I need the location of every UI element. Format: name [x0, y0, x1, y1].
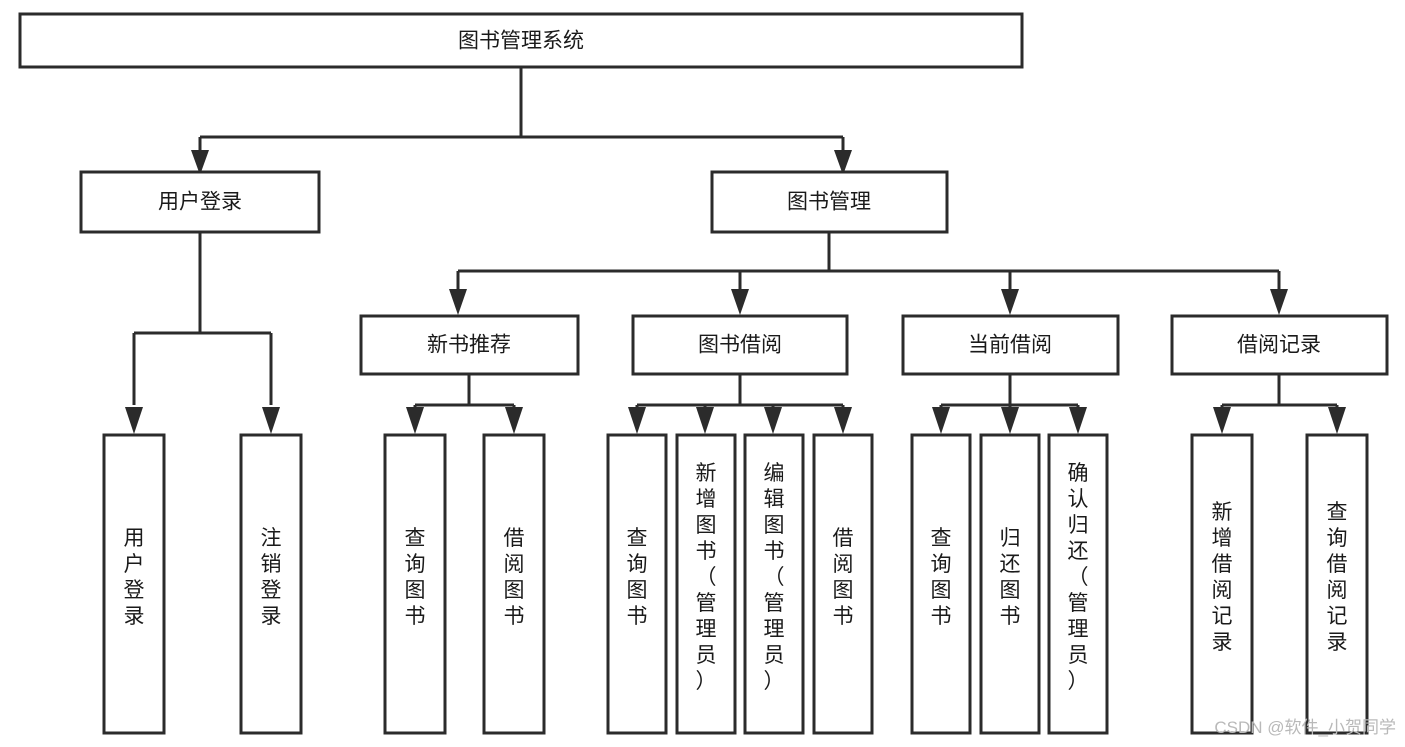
node-leaf-add-book-admin[interactable]: 新增图书（管理员）: [675, 433, 737, 735]
node-leaf-query-book-3-label: 查询图书: [931, 527, 952, 628]
node-leaf-logout-login-box[interactable]: [239, 433, 303, 735]
arrow-cb-to-confirm-return: [1069, 407, 1087, 434]
node-leaf-return-book[interactable]: 归还图书: [979, 433, 1041, 735]
node-leaf-confirm-return-admin[interactable]: 确认归还（管理员）: [1047, 433, 1109, 735]
node-root-label: 图书管理系统: [458, 30, 584, 53]
node-leaf-borrow-book-1-label: 借阅图书: [504, 527, 525, 628]
node-leaf-query-book-2-box[interactable]: [606, 433, 668, 735]
edge-book-borrow-trunk: [635, 374, 845, 412]
node-current-borrow[interactable]: 当前借阅: [901, 314, 1120, 376]
node-leaf-return-book-box[interactable]: [979, 433, 1041, 735]
node-leaf-query-book-1[interactable]: 查询图书: [383, 433, 447, 735]
node-leaf-edit-book-admin[interactable]: 编辑图书（管理员）: [743, 433, 805, 735]
edge-book-management-trunk: [456, 232, 1281, 292]
edge-user-login-trunk: [132, 232, 273, 405]
arrow-bb-to-add-book: [696, 407, 714, 434]
node-new-book-recommend-label: 新书推荐: [427, 334, 511, 357]
node-leaf-logout-login[interactable]: 注销登录: [239, 433, 303, 735]
node-leaf-query-book-3[interactable]: 查询图书: [910, 433, 972, 735]
arrow-bm-to-current-borrow: [1001, 289, 1019, 315]
node-leaf-add-borrow-record-label: 新增借阅记录: [1212, 501, 1233, 654]
node-leaf-return-book-label: 归还图书: [1000, 527, 1021, 628]
node-book-management[interactable]: 图书管理: [710, 170, 949, 234]
arrow-bb-to-query-book: [628, 407, 646, 434]
node-leaf-query-book-2-label: 查询图书: [627, 527, 648, 628]
arrow-root-to-user-login: [191, 150, 209, 175]
node-new-book-recommend-box[interactable]: [359, 314, 580, 376]
arrow-br-to-add-record: [1213, 407, 1231, 434]
arrow-cb-to-query-book: [932, 407, 950, 434]
node-leaf-user-login-box[interactable]: [102, 433, 166, 735]
node-leaf-user-login-label: 用户登录: [124, 527, 145, 628]
node-leaf-borrow-book-1[interactable]: 借阅图书: [482, 433, 546, 735]
node-leaf-add-book-admin-label: 新增图书（管理员）: [696, 462, 717, 693]
node-leaf-borrow-book-2-box[interactable]: [812, 433, 874, 735]
node-book-management-box[interactable]: [710, 170, 949, 234]
node-book-borrow-label: 图书借阅: [698, 334, 782, 357]
arrow-bm-to-new-book-recommend: [449, 289, 467, 315]
node-borrow-record-box[interactable]: [1170, 314, 1389, 376]
node-current-borrow-box[interactable]: [901, 314, 1120, 376]
node-leaf-query-borrow-record[interactable]: 查询借阅记录: [1305, 433, 1369, 735]
node-leaf-edit-book-admin-label: 编辑图书（管理员）: [764, 462, 785, 693]
node-leaf-edit-book-admin-box[interactable]: [743, 433, 805, 735]
arrow-root-to-book-management: [834, 150, 852, 175]
node-book-management-label: 图书管理: [787, 191, 871, 214]
node-root[interactable]: 图书管理系统: [18, 12, 1024, 69]
arrow-bm-to-borrow-record: [1270, 289, 1288, 315]
node-leaf-query-book-1-label: 查询图书: [405, 527, 426, 628]
node-book-borrow-box[interactable]: [631, 314, 849, 376]
edge-new-book-recommend-trunk: [413, 374, 516, 412]
watermark-label: CSDN @软件_小贺同学: [1214, 718, 1396, 737]
node-leaf-logout-login-label: 注销登录: [261, 527, 282, 628]
node-book-borrow[interactable]: 图书借阅: [631, 314, 849, 376]
node-current-borrow-label: 当前借阅: [968, 334, 1052, 357]
node-leaf-borrow-book-2[interactable]: 借阅图书: [812, 433, 874, 735]
node-borrow-record-label: 借阅记录: [1237, 334, 1321, 357]
arrow-user-login-to-leaf-logout: [262, 407, 280, 434]
arrow-nbr-to-borrow-book: [505, 407, 523, 434]
arrow-br-to-query-record: [1328, 407, 1346, 434]
node-leaf-query-borrow-record-label: 查询借阅记录: [1327, 501, 1348, 654]
arrow-bb-to-edit-book: [764, 407, 782, 434]
edge-borrow-record-trunk: [1220, 374, 1339, 412]
connector-layer: [125, 67, 1346, 434]
arrow-user-login-to-leaf-user-login: [125, 407, 143, 434]
node-leaf-confirm-return-admin-box[interactable]: [1047, 433, 1109, 735]
node-leaf-borrow-book-1-box[interactable]: [482, 433, 546, 735]
node-leaf-query-book-1-box[interactable]: [383, 433, 447, 735]
arrow-nbr-to-query-book: [406, 407, 424, 434]
node-leaf-confirm-return-admin-label: 确认归还（管理员）: [1068, 462, 1089, 693]
arrow-bm-to-book-borrow: [731, 289, 749, 315]
node-root-box[interactable]: [18, 12, 1024, 69]
node-leaf-add-borrow-record-box[interactable]: [1190, 433, 1254, 735]
node-borrow-record[interactable]: 借阅记录: [1170, 314, 1389, 376]
node-leaf-query-borrow-record-box[interactable]: [1305, 433, 1369, 735]
edge-root-trunk: [198, 67, 845, 158]
node-user-login[interactable]: 用户登录: [79, 170, 321, 234]
node-leaf-borrow-book-2-label: 借阅图书: [833, 527, 854, 628]
node-leaf-query-book-3-box[interactable]: [910, 433, 972, 735]
node-leaf-add-borrow-record[interactable]: 新增借阅记录: [1190, 433, 1254, 735]
node-new-book-recommend[interactable]: 新书推荐: [359, 314, 580, 376]
arrow-cb-to-return-book: [1001, 407, 1019, 434]
edge-current-borrow-trunk: [939, 374, 1080, 412]
node-leaf-add-book-admin-box[interactable]: [675, 433, 737, 735]
node-user-login-box[interactable]: [79, 170, 321, 234]
arrow-bb-to-borrow-book: [834, 407, 852, 434]
node-user-login-label: 用户登录: [158, 191, 242, 214]
node-leaf-user-login[interactable]: 用户登录: [102, 433, 166, 735]
node-leaf-query-book-2[interactable]: 查询图书: [606, 433, 668, 735]
